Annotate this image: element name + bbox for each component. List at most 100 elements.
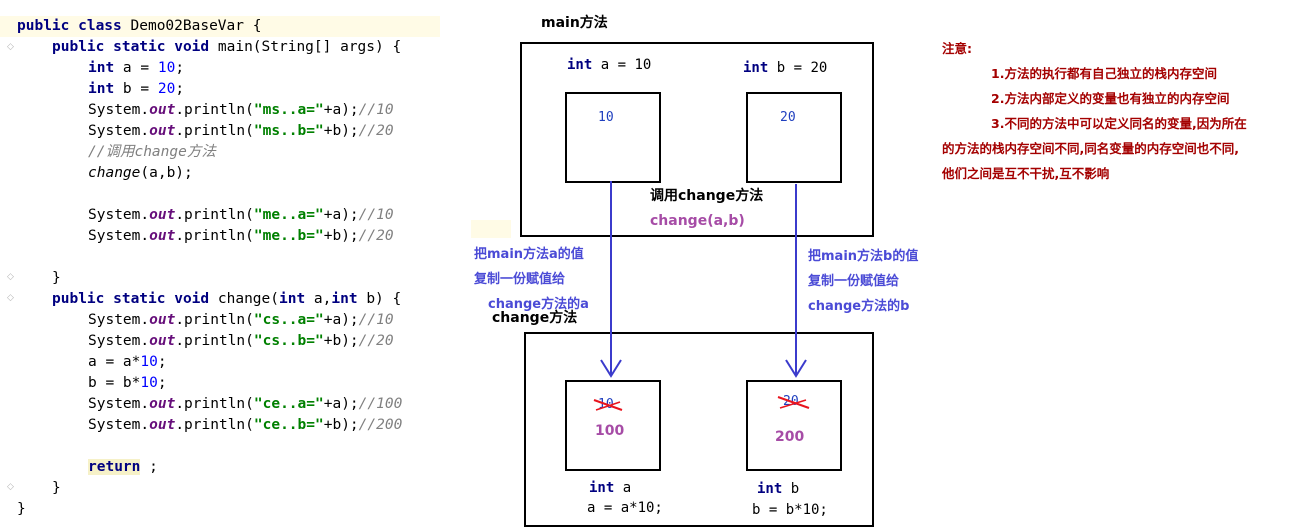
keyword: int: [88, 81, 115, 97]
code-line: }: [52, 268, 61, 289]
code-editor[interactable]: ◇ ◇ ◇ ◇ public class Demo02BaseVar { pub…: [0, 0, 440, 528]
code-line: System.out.println("ce..a="+a);//100: [88, 394, 402, 415]
keyword: int: [278, 291, 306, 307]
change-var-b-cell: [746, 380, 842, 471]
change-var-a-expr: a = a*10;: [587, 500, 663, 516]
code-text: System.: [88, 228, 150, 244]
note-line-1: 1.方法的执行都有自己独立的栈内存空间: [991, 66, 1217, 81]
code-text: +a);: [323, 207, 359, 223]
code-line: return ;: [88, 457, 158, 478]
code-line: public static void main(String[] args) {: [52, 37, 401, 58]
code-text: a =: [114, 60, 158, 76]
method-call: change: [88, 165, 141, 181]
change-var-b-expr: b = b*10;: [752, 502, 828, 518]
code-line: System.out.println("ce..b="+b);//200: [88, 415, 402, 436]
keyword: int: [88, 60, 115, 76]
code-text: ;: [175, 81, 185, 97]
decl-text: b = 20: [768, 60, 828, 76]
code-line: a = a*10;: [88, 352, 167, 373]
fold-marker-icon[interactable]: ◇: [7, 272, 14, 282]
code-line: }: [17, 499, 26, 520]
string-literal: "ms..b=": [253, 123, 324, 139]
comment: //10: [358, 312, 394, 328]
code-text: +b);: [323, 228, 359, 244]
code-line: change(a,b);: [88, 163, 193, 184]
number-literal: 10: [140, 354, 158, 370]
change-var-b-decl: int b: [757, 481, 799, 497]
code-text: System.: [88, 312, 150, 328]
code-text: .println(: [175, 123, 254, 139]
keyword: public static void: [52, 39, 218, 55]
code-text: +b);: [323, 417, 359, 433]
fold-marker-icon[interactable]: ◇: [7, 482, 14, 492]
note-line-2: 2.方法内部定义的变量也有独立的内存空间: [991, 91, 1230, 106]
copy-b-line-3: change方法的b: [808, 299, 910, 314]
code-text: Demo02BaseVar {: [130, 18, 262, 34]
static-field: out: [149, 396, 176, 412]
main-var-a-value: 10: [598, 110, 614, 125]
keyword: return: [88, 459, 141, 475]
change-var-a-decl: int a: [589, 480, 631, 496]
static-field: out: [149, 333, 176, 349]
string-literal: "me..b=": [253, 228, 324, 244]
note-title: 注意:: [942, 41, 972, 56]
code-text: (a,b);: [140, 165, 193, 181]
string-literal: "cs..a=": [253, 312, 324, 328]
keyword: public static void: [52, 291, 218, 307]
highlight-mark: [471, 220, 511, 238]
code-line: int b = 20;: [88, 79, 184, 100]
code-text: +a);: [323, 102, 359, 118]
decl-text: a: [614, 480, 632, 496]
static-field: out: [149, 102, 176, 118]
comment: //20: [358, 333, 394, 349]
comment: //200: [358, 417, 403, 433]
static-field: out: [149, 312, 176, 328]
copy-a-line-2: 复制一份赋值给: [474, 272, 566, 287]
code-text: System.: [88, 102, 150, 118]
number-literal: 20: [157, 81, 176, 97]
static-field: out: [149, 228, 176, 244]
change-method-title: change方法: [492, 310, 578, 326]
keyword: int: [589, 480, 615, 496]
code-text: .println(: [175, 228, 254, 244]
keyword: public class: [17, 18, 131, 34]
code-text: .println(: [175, 312, 254, 328]
code-line: }: [52, 478, 61, 499]
number-literal: 10: [140, 375, 158, 391]
code-text: ;: [157, 375, 167, 391]
code-text: +b);: [323, 123, 359, 139]
fold-marker-icon[interactable]: ◇: [7, 42, 14, 52]
fold-marker-icon[interactable]: ◇: [7, 293, 14, 303]
keyword: int: [743, 60, 769, 76]
strike-b: [777, 396, 810, 409]
string-literal: "cs..b=": [253, 333, 324, 349]
code-text: b = b*: [88, 375, 141, 391]
keyword: int: [567, 57, 593, 73]
keyword: int: [331, 291, 358, 307]
note-line-4: 的方法的栈内存空间不同,同名变量的内存空间也不同,: [942, 141, 1239, 156]
code-text: .println(: [175, 417, 254, 433]
code-line: System.out.println("ms..b="+b);//20: [88, 121, 394, 142]
code-line: System.out.println("cs..b="+b);//20: [88, 331, 394, 352]
string-literal: "ms..a=": [253, 102, 324, 118]
note-line-5: 他们之间是互不干扰,互不影响: [942, 166, 1110, 181]
code-text: change(: [217, 291, 279, 307]
string-literal: "ce..a=": [253, 396, 324, 412]
code-line: public static void change(int a,int b) {: [52, 289, 401, 310]
code-text: b) {: [357, 291, 402, 307]
decl-text: a = 10: [592, 57, 652, 73]
code-text: main(String[] args) {: [217, 39, 402, 55]
comment: //20: [358, 228, 394, 244]
main-var-a-decl: int a = 10: [567, 57, 651, 73]
code-line: //调用change方法: [88, 142, 216, 163]
keyword: int: [757, 481, 783, 497]
call-expression: change(a,b): [650, 213, 745, 229]
comment: //10: [358, 207, 394, 223]
code-line: b = b*10;: [88, 373, 167, 394]
comment: //调用change方法: [88, 144, 216, 160]
code-text: System.: [88, 207, 150, 223]
change-var-a-cell: [565, 380, 661, 471]
main-method-title: main方法: [541, 15, 608, 31]
code-text: System.: [88, 417, 150, 433]
